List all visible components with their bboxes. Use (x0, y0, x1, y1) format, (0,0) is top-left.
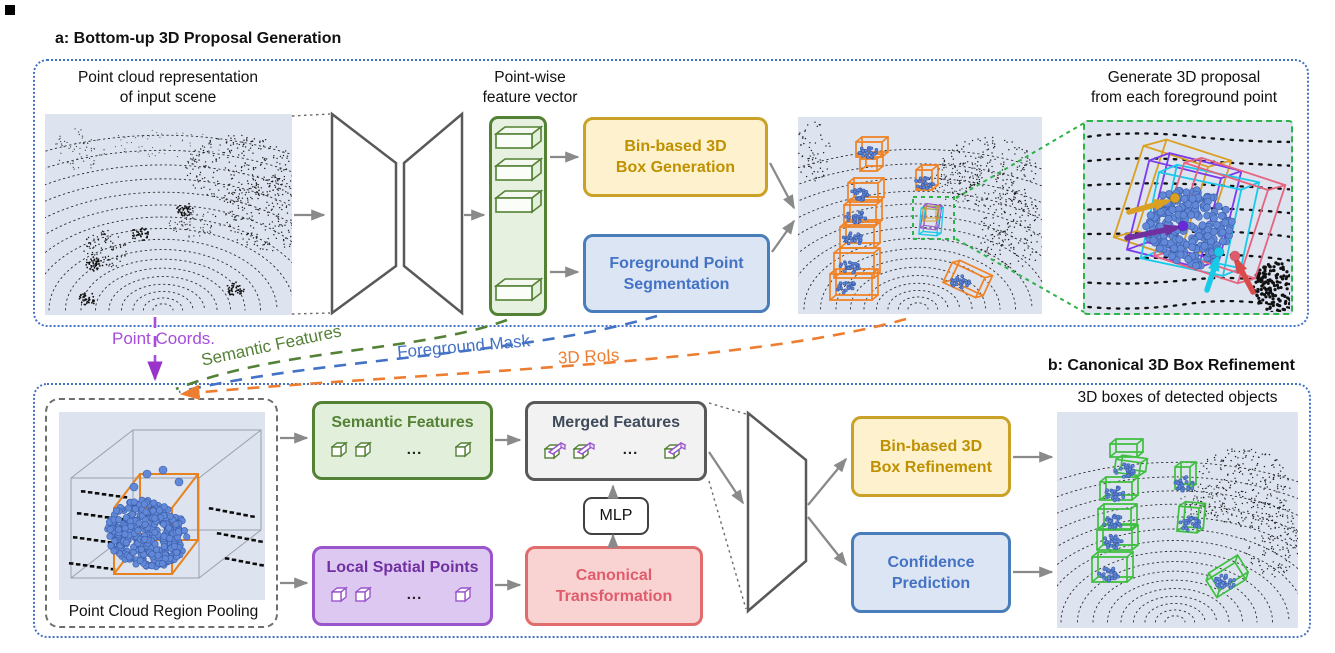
proposals-point-cloud-image (798, 117, 1042, 314)
semantic-features-box: Semantic Features ... (312, 401, 493, 480)
section-b-title: b: Canonical 3D Box Refinement (1047, 357, 1295, 374)
proposal-zoom-image (1083, 120, 1293, 315)
merged-features-box: Merged Features ... (525, 401, 707, 481)
output-boxes-caption: 3D boxes of detected objects (1077, 389, 1278, 406)
link-label-semantic-features: Semantic Features (199, 321, 343, 370)
link-label-foreground-mask: Foreground Mask (396, 331, 531, 362)
input-point-cloud-image (45, 114, 292, 315)
link-label-point-coords: Point Coords. (112, 329, 215, 348)
corner-artifact-square (5, 5, 15, 15)
link-label-3d-rois: 3D RoIs (557, 345, 620, 368)
point-cloud-region-pooling: Point Cloud Region Pooling (45, 398, 278, 628)
pointwise-feature-vector (489, 116, 547, 316)
ellipsis: ... (622, 441, 639, 458)
pooling-label: Point Cloud Region Pooling (68, 603, 259, 620)
detected-boxes-image (1057, 412, 1298, 628)
pooling-image (59, 412, 265, 600)
local-spatial-points-box: Local Spatial Points ... (312, 546, 493, 626)
mlp-box: MLP (583, 497, 649, 535)
ellipsis: ... (406, 441, 423, 458)
ellipsis: ... (406, 586, 423, 603)
section-a-title: a: Bottom-up 3D Proposal Generation (55, 30, 342, 47)
